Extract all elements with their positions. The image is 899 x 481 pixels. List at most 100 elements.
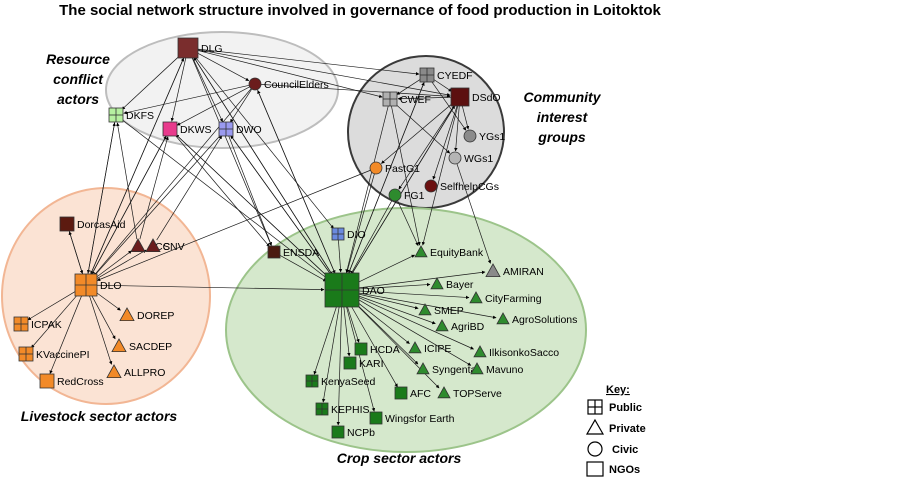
node-KenyaSeed[interactable]: KenyaSeed xyxy=(305,374,375,388)
svg-text:NGOs: NGOs xyxy=(609,464,640,476)
edge-DAO-Mavuno xyxy=(356,298,472,366)
node-DIO[interactable]: DIO xyxy=(331,227,366,241)
node-AgroSolutions[interactable]: AgroSolutions xyxy=(496,312,577,326)
node-SACDEP[interactable]: SACDEP xyxy=(111,338,172,353)
node-CWEF[interactable]: CWEF xyxy=(382,91,431,107)
node-Mavuno[interactable]: Mavuno xyxy=(470,362,524,376)
node-EquityBank[interactable]: EquityBank xyxy=(414,245,484,259)
node-label-KenyaSeed: KenyaSeed xyxy=(321,376,375,388)
node-ENSDA[interactable]: ENSDA xyxy=(267,245,319,259)
edge-DAO-DWO xyxy=(230,135,333,277)
edge-DLO-DKWS xyxy=(90,135,167,276)
node-label-IlkisonkoSacco: IlkisonkoSacco xyxy=(489,347,559,359)
edges-layer xyxy=(27,48,497,426)
edge-DAO-AMIRAN xyxy=(358,270,486,289)
node-DWO[interactable]: DWO xyxy=(218,121,262,137)
node-label-ALLPRO: ALLPRO xyxy=(124,367,165,379)
figure-title: The social network structure involved in… xyxy=(59,2,661,19)
node-label-DorcasAid: DorcasAid xyxy=(77,219,126,231)
node-IlkisonkoSacco[interactable]: IlkisonkoSacco xyxy=(473,345,559,359)
node-ICPAK[interactable]: ICPAK xyxy=(13,316,62,332)
node-DorcasAid[interactable]: DorcasAid xyxy=(59,216,126,232)
node-AMIRAN[interactable]: AMIRAN xyxy=(485,263,544,278)
node-KARI[interactable]: KARI xyxy=(343,356,384,370)
node-SMEP[interactable]: SMEP xyxy=(418,303,464,317)
edge-CouncilElders-DKFS xyxy=(123,84,250,115)
node-SNV[interactable]: SNV xyxy=(145,238,185,253)
svg-text:interest: interest xyxy=(537,109,589,125)
edge-DSdO-PastG1 xyxy=(381,102,454,164)
node-DKFS[interactable]: DKFS xyxy=(108,107,154,123)
crop-sector-label: Crop sector actors xyxy=(337,450,462,466)
livestock-sector-label: Livestock sector actors xyxy=(21,408,178,424)
node-label-RedCross: RedCross xyxy=(57,376,104,388)
node-AgriBD[interactable]: AgriBD xyxy=(435,319,485,333)
edge-DAO-Bayer xyxy=(358,282,431,290)
edge-DAO-CityFarming xyxy=(358,290,470,300)
node-RedCross[interactable]: RedCross xyxy=(39,373,104,389)
edge-DLO-KVaccinePI xyxy=(30,293,80,349)
node-DAO[interactable]: DAO xyxy=(324,272,385,308)
node-NCPb[interactable]: NCPb xyxy=(331,425,375,439)
node-label-CouncilElders: CouncilElders xyxy=(264,79,329,91)
node-label-WGs1: WGs1 xyxy=(464,153,493,165)
node-SelfhelpCGs[interactable]: SelfhelpCGs xyxy=(424,179,499,193)
node-ICIPE[interactable]: ICIPE xyxy=(408,341,451,355)
node-WGs1[interactable]: WGs1 xyxy=(448,151,493,165)
edge-DLO-ICPAK xyxy=(27,290,77,321)
svg-text:groups: groups xyxy=(537,129,586,145)
edge-CouncilElders-DSdO xyxy=(260,84,451,98)
node-CouncilElders[interactable]: CouncilElders xyxy=(248,77,329,91)
svg-text:Private: Private xyxy=(609,423,646,435)
svg-text:Community: Community xyxy=(524,89,602,105)
node-label-DOREP: DOREP xyxy=(137,310,174,322)
node-label-FG1: FG1 xyxy=(404,190,425,202)
node-AFC[interactable]: AFC xyxy=(394,386,431,400)
edge-DAO-CouncilElders xyxy=(257,90,336,275)
node-Bayer[interactable]: Bayer xyxy=(430,277,474,291)
node-PastG1[interactable]: PastG1 xyxy=(369,161,420,175)
node-DLO[interactable]: DLO xyxy=(74,273,122,297)
node-YGs1[interactable]: YGs1 xyxy=(463,129,505,143)
node-label-DLG: DLG xyxy=(201,43,223,55)
node-CityFarming[interactable]: CityFarming xyxy=(469,291,542,305)
node-DOREP[interactable]: DOREP xyxy=(119,307,174,322)
node-label-ICIPE: ICIPE xyxy=(424,343,451,355)
node-FG1[interactable]: FG1 xyxy=(388,188,425,202)
edge-DAO-DKWS xyxy=(175,134,330,279)
node-label-DAO: DAO xyxy=(362,285,385,297)
node-DKWS[interactable]: DKWS xyxy=(162,121,212,137)
node-label-AMIRAN: AMIRAN xyxy=(503,266,544,278)
node-label-HCDA: HCDA xyxy=(370,344,400,356)
edge-DKWS-ENSDA xyxy=(174,134,270,247)
node-label-DKWS: DKWS xyxy=(180,124,212,136)
edge-DLO-DAO xyxy=(96,284,325,292)
node-KEPHIS[interactable]: KEPHIS xyxy=(315,402,370,416)
edge-DAO-KARI xyxy=(343,306,351,357)
node-ALLPRO[interactable]: ALLPRO xyxy=(106,364,165,379)
node-WingsforEarth[interactable]: Wingsfor Earth xyxy=(369,411,455,425)
node-label-CityFarming: CityFarming xyxy=(485,293,542,305)
node-label-ENSDA: ENSDA xyxy=(283,247,319,259)
node-DLG[interactable]: DLG xyxy=(177,37,223,59)
node-TOPServe[interactable]: TOPServe xyxy=(437,386,502,400)
node-Syngenta[interactable]: Syngenta xyxy=(416,362,477,376)
node-label-NCPb: NCPb xyxy=(347,427,375,439)
edge-DLG-CYEDF xyxy=(197,48,420,76)
node-DSdO[interactable]: DSdO xyxy=(450,87,501,107)
node-label-KARI: KARI xyxy=(359,358,384,370)
edge-CouncilElders-DLO xyxy=(93,88,252,277)
edge-PastG1-DLO xyxy=(96,169,371,281)
edge-CWEF-EquityBank xyxy=(391,105,421,246)
node-HCDA[interactable]: HCDA xyxy=(354,342,400,356)
svg-text:Public: Public xyxy=(609,402,642,414)
node-label-DIO: DIO xyxy=(347,229,366,241)
edge-FG1-DAO xyxy=(350,200,393,275)
edge-DLO-SNV xyxy=(95,249,147,280)
node-KVaccinePI[interactable]: KVaccinePI xyxy=(18,346,90,362)
edge-DAO-KEPHIS xyxy=(321,306,340,403)
edge-DLG-ENSDA xyxy=(191,57,272,246)
node-CYEDF[interactable]: CYEDF xyxy=(419,67,473,83)
node-label-DLO: DLO xyxy=(100,280,122,292)
community-interest-label: Community interest groups xyxy=(524,89,602,145)
